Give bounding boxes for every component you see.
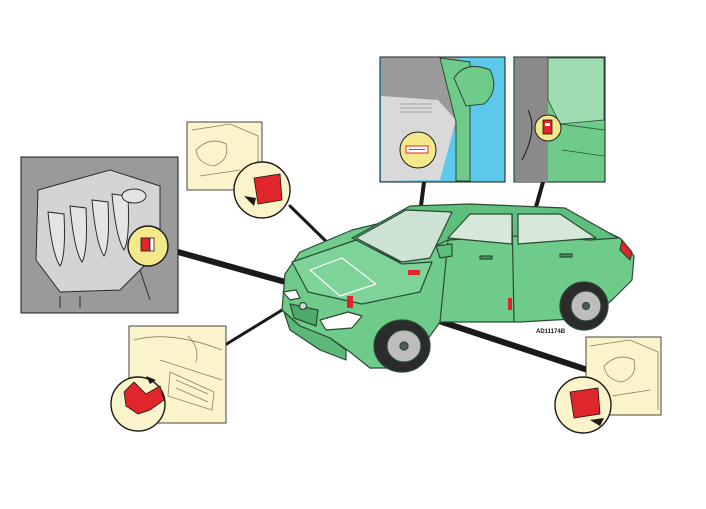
sedan-illustration: [281, 203, 635, 373]
hood-label-outline: [309, 257, 377, 297]
door-handle-front: [479, 255, 493, 260]
front-bumper: [283, 311, 347, 361]
inset-dash-passenger-side: [554, 336, 662, 434]
windshield: [355, 209, 453, 263]
label-marker-windshield: [408, 270, 420, 275]
leader-line-dash-right: [427, 315, 615, 381]
label-marker-bumper: [347, 296, 353, 308]
engine-label-icon: [140, 237, 151, 252]
bumper-label-icon: [123, 381, 165, 415]
inset-engine-bay: [20, 156, 179, 314]
door-pillar-label-icon: [542, 119, 553, 135]
front-emblem: [298, 301, 308, 311]
inset-dash-driver-side: [186, 121, 291, 219]
dashboard-label-icon: [253, 173, 283, 205]
rear-wheel: [559, 281, 609, 331]
tail-light: [619, 239, 633, 261]
inset-front-bumper: [110, 325, 227, 432]
headlight-right: [319, 311, 363, 331]
inset-door-pillar: [513, 56, 606, 183]
hood: [291, 239, 433, 305]
figure-code: AD11174B: [536, 329, 566, 335]
front-wheel: [373, 319, 431, 373]
headlight-left: [282, 289, 301, 301]
grille: [289, 303, 319, 327]
front-side-window: [447, 213, 513, 245]
side-mirror: [435, 243, 453, 259]
rear-side-window: [517, 213, 597, 245]
inset-windshield-corner: [379, 56, 506, 183]
door-handle-rear: [559, 253, 573, 258]
label-marker-pillar: [508, 298, 512, 310]
engine-sketch: [35, 169, 161, 308]
dashboard-label-icon-right: [569, 387, 601, 419]
door-line-front: [511, 213, 515, 323]
